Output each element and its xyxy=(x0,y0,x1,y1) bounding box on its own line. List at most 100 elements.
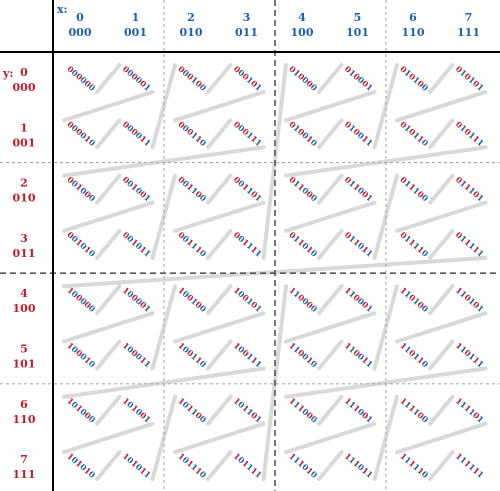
path-segment xyxy=(206,450,233,482)
path-segment xyxy=(284,311,377,344)
path-segment xyxy=(317,173,344,205)
path-segment xyxy=(95,339,122,371)
path-segment xyxy=(284,421,377,455)
column-header-decimal: 1 xyxy=(132,11,140,24)
path-segment xyxy=(62,366,266,399)
path-segment xyxy=(62,311,155,344)
path-segment xyxy=(428,284,455,316)
cell-code: 000111 xyxy=(232,119,264,148)
path-segment xyxy=(62,200,155,233)
cell-code: 010000 xyxy=(287,64,319,93)
column-header-binary: 000 xyxy=(69,26,92,39)
cell-grid: 0000000000010001000001010100000100010101… xyxy=(65,64,486,481)
cell-code: 101111 xyxy=(232,451,264,480)
cell-code: 000101 xyxy=(232,64,264,93)
row-header-binary: 110 xyxy=(13,413,36,426)
path-segment xyxy=(395,311,488,344)
cell-code: 110110 xyxy=(398,340,430,369)
cell-code: 100111 xyxy=(232,340,264,369)
x-axis-label: x: xyxy=(57,3,68,16)
row-header-binary: 111 xyxy=(13,468,36,481)
path-segment xyxy=(206,228,233,260)
cell-code: 111011 xyxy=(343,451,375,480)
path-segment xyxy=(62,421,155,455)
cell-code: 101010 xyxy=(65,451,97,480)
path-segment xyxy=(317,228,344,260)
path-segment xyxy=(428,339,455,371)
path-segment xyxy=(428,173,455,205)
row-header-decimal: 6 xyxy=(20,398,28,411)
column-header-binary: 001 xyxy=(124,26,147,39)
cell-code: 011101 xyxy=(454,174,486,203)
cell-code: 100011 xyxy=(121,340,153,369)
cell-code: 110101 xyxy=(454,285,486,314)
path-segment xyxy=(284,90,377,123)
cell-code: 100000 xyxy=(65,285,97,314)
path-segment xyxy=(284,145,488,178)
y-axis-label: y: xyxy=(2,67,13,80)
row-header-binary: 100 xyxy=(13,302,36,315)
column-header-decimal: 6 xyxy=(409,11,417,24)
cell-code: 010111 xyxy=(454,119,486,148)
path-segment xyxy=(428,228,455,260)
cell-code: 100010 xyxy=(65,340,97,369)
axis-headers: x: y: 0000100120103011410051016110711100… xyxy=(2,3,480,481)
cell-code: 111111 xyxy=(454,451,486,480)
column-header-binary: 110 xyxy=(402,26,425,39)
cell-code: 111000 xyxy=(287,395,319,424)
cell-code: 101100 xyxy=(176,395,208,424)
cell-code: 100110 xyxy=(176,340,208,369)
z-order-path xyxy=(62,63,488,482)
cell-code: 010001 xyxy=(343,64,375,93)
path-segment xyxy=(150,284,177,371)
path-segment xyxy=(428,118,455,150)
cell-code: 000010 xyxy=(65,119,97,148)
path-segment xyxy=(284,200,377,233)
column-header-decimal: 2 xyxy=(187,11,195,24)
cell-code: 110111 xyxy=(454,340,486,369)
path-segment xyxy=(95,284,122,316)
cell-code: 010101 xyxy=(454,64,486,93)
path-segment xyxy=(317,284,344,316)
path-segment xyxy=(395,421,488,455)
cell-code: 010010 xyxy=(287,119,319,148)
column-header-binary: 010 xyxy=(180,26,203,39)
cell-code: 001001 xyxy=(121,174,153,203)
path-segment xyxy=(173,200,266,233)
cell-code: 111101 xyxy=(454,395,486,424)
cell-code: 100101 xyxy=(232,285,264,314)
path-segment xyxy=(372,63,399,150)
cell-code: 010011 xyxy=(343,119,375,148)
row-header-binary: 011 xyxy=(13,247,36,260)
cell-code: 001100 xyxy=(176,174,208,203)
path-segment xyxy=(317,63,344,94)
path-segment xyxy=(428,394,455,426)
cell-code: 000100 xyxy=(176,64,208,93)
cell-code: 010100 xyxy=(398,64,430,93)
column-header-binary: 111 xyxy=(457,26,480,39)
cell-code: 010110 xyxy=(398,119,430,148)
path-segment xyxy=(62,90,155,123)
path-segment xyxy=(173,421,266,455)
cell-code: 001101 xyxy=(232,174,264,203)
path-segment xyxy=(173,311,266,344)
path-segment xyxy=(206,63,233,94)
column-header-binary: 011 xyxy=(235,26,258,39)
path-segment xyxy=(395,200,488,233)
path-segment xyxy=(150,394,177,482)
cell-code: 110000 xyxy=(287,285,319,314)
path-segment xyxy=(317,450,344,482)
cell-code: 011011 xyxy=(343,230,375,259)
column-header-binary: 100 xyxy=(291,26,314,39)
row-header-decimal: 1 xyxy=(20,121,28,134)
path-segment xyxy=(95,450,122,482)
row-header-binary: 001 xyxy=(13,136,36,149)
cell-code: 110100 xyxy=(398,285,430,314)
path-segment xyxy=(284,366,488,399)
path-segment xyxy=(173,90,266,123)
cell-code: 001111 xyxy=(232,230,264,259)
cell-code: 011000 xyxy=(287,174,319,203)
path-segment xyxy=(206,339,233,371)
row-header-decimal: 4 xyxy=(20,287,28,300)
